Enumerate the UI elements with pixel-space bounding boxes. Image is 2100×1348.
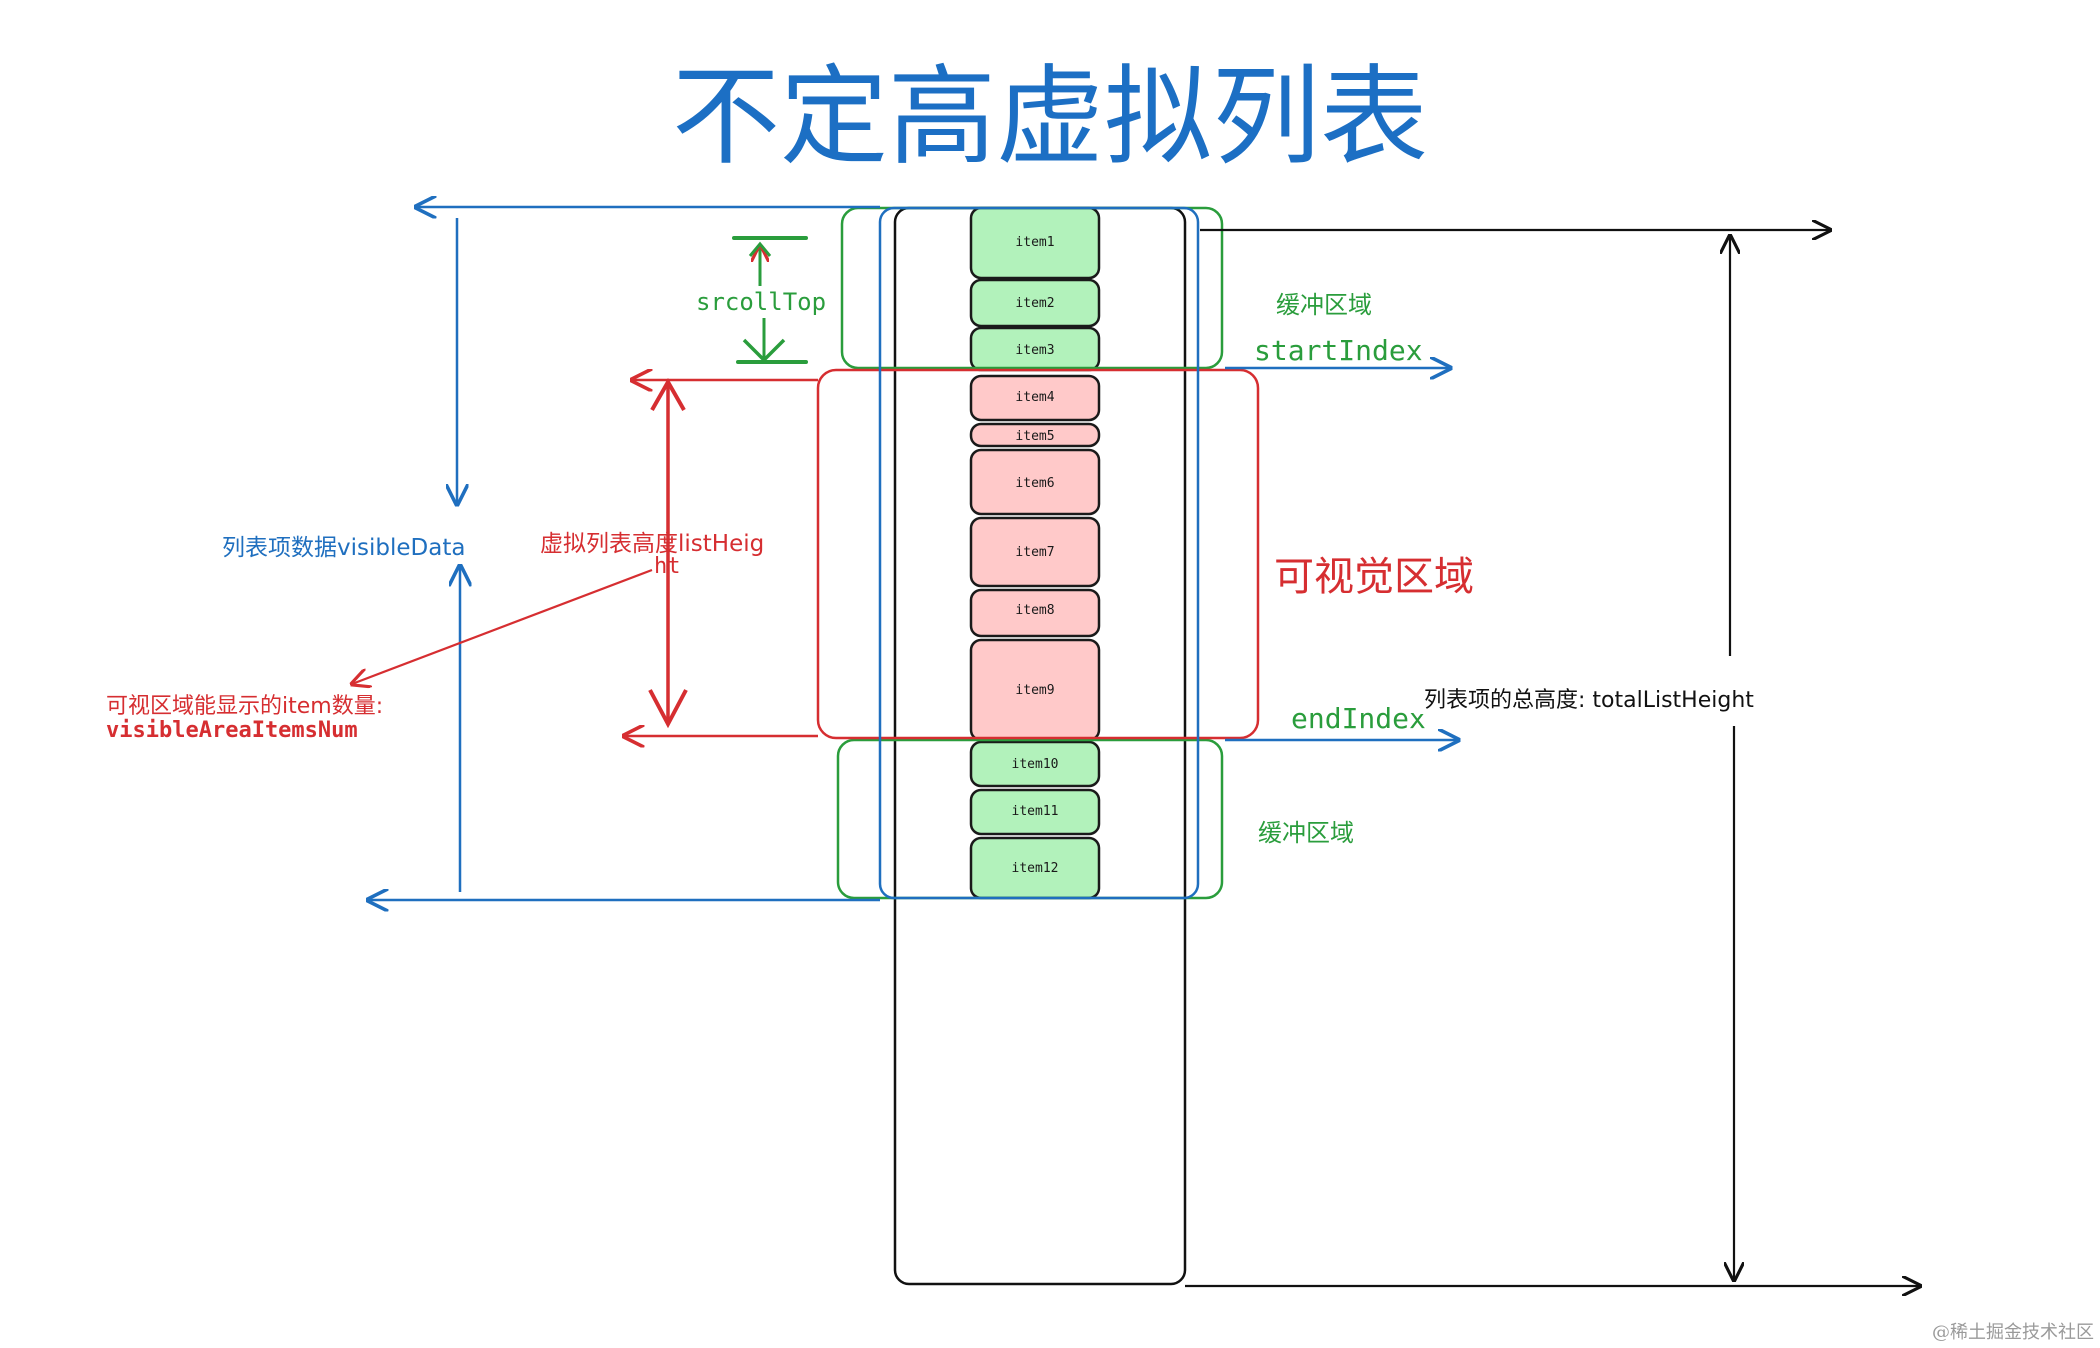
scroll-top-label: srcollTop: [696, 288, 827, 316]
items-num-label-line1: 可视区域能显示的item数量:: [106, 694, 384, 719]
bottom-buffer-label: 缓冲区域: [1258, 819, 1354, 847]
list-item-box: [969, 374, 1101, 422]
list-item-box: [969, 422, 1101, 448]
item-label: item10: [1011, 757, 1059, 772]
start-index-label: startIndex: [1254, 334, 1423, 367]
visible-data-container: [878, 206, 1200, 900]
item-label: item3: [1015, 343, 1055, 358]
total-height-label: 列表项的总高度: totalListHeight: [1420, 682, 1758, 714]
item-label: item6: [1015, 476, 1055, 491]
scroll-top-up-arrowhead: [748, 241, 772, 257]
visible-area-label: 可视觉区域: [1274, 554, 1474, 600]
visible-area-zone: [816, 368, 1260, 740]
watermark: @稀土掘金技术社区: [1932, 1322, 2094, 1343]
item-label: item7: [1015, 545, 1055, 560]
list-height-top-arrowhead: [650, 377, 686, 411]
item-label: item11: [1011, 804, 1059, 819]
item-label: item4: [1015, 390, 1055, 405]
scroll-top-down-arrowhead: [742, 338, 786, 363]
top-buffer-label: 缓冲区域: [1276, 291, 1372, 319]
list-items: [969, 206, 1101, 900]
end-index-label: endIndex: [1291, 702, 1426, 735]
visible-data-label: 列表项数据visibleData: [222, 535, 466, 561]
item-label: item12: [1011, 861, 1059, 876]
list-height-bottom-arrowhead: [648, 689, 688, 729]
list-item-box: [969, 588, 1101, 638]
list-item-box: [969, 740, 1101, 788]
item-label: item5: [1015, 429, 1055, 444]
items-num-label-line2: visibleAreaItemsNum: [106, 718, 358, 743]
list-height-label-line1: 虚拟列表高度listHeig: [540, 531, 765, 557]
page-title: 不定高虚拟列表: [671, 55, 1428, 180]
list-height-label-line2: ht: [654, 554, 681, 579]
item-label: item2: [1015, 296, 1055, 311]
item-label: item8: [1015, 603, 1055, 618]
item-label: item9: [1015, 683, 1055, 698]
list-item-box: [969, 448, 1101, 516]
list-item-box: [969, 516, 1101, 588]
list-item-box: [969, 278, 1101, 328]
items-num-pointer-arrow: [352, 568, 653, 684]
list-item-box: [969, 788, 1101, 836]
item-label: item1: [1015, 235, 1055, 250]
